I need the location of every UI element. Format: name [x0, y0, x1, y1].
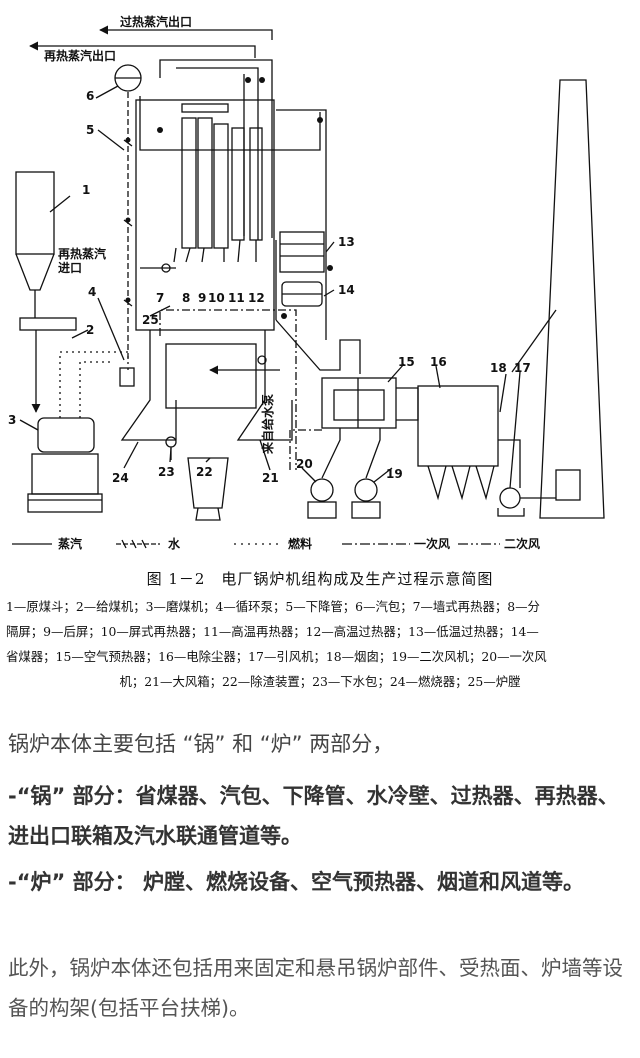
boiler-process-diagram: 过热蒸汽出口 再热蒸汽出口 再热蒸汽 进口 来自给水泵 1 2 3 4 5 6 …: [8, 14, 605, 551]
electrostatic-precipitator: [417, 385, 499, 467]
num-11: 11: [228, 291, 245, 305]
coal-mill: [37, 417, 95, 453]
legend-line-4: 机；21—大风箱；22—除渣装置；23—下水包；24—燃烧器；25—炉膛: [119, 674, 521, 689]
label-reheat-inlet-1: 再热蒸汽: [58, 246, 106, 261]
air-duct: [289, 429, 322, 470]
fuel-line: [59, 351, 129, 418]
num-18: 18: [490, 361, 507, 375]
num-5: 5: [86, 123, 94, 137]
coal-bunker: [15, 171, 55, 255]
num-23: 23: [158, 465, 175, 479]
legend-steam-label: 蒸汽: [58, 536, 82, 551]
rear-pass: [276, 109, 327, 340]
num-1: 1: [82, 183, 90, 197]
figure-legend: 1—原煤斗；2—给煤机；3—磨煤机；4—循环泵；5—下降管；6—汽包；7—墙式再…: [6, 594, 634, 694]
num-13: 13: [338, 235, 355, 249]
num-3: 3: [8, 413, 16, 427]
furnace: [135, 99, 275, 331]
division-panel: [181, 117, 197, 249]
num-19: 19: [386, 467, 403, 481]
high-temp-superheater: [249, 127, 263, 241]
num-25: 25: [142, 313, 159, 327]
num-6: 6: [86, 89, 94, 103]
rear-panel: [197, 117, 213, 249]
legend-secondary-air-label: 二次风: [504, 536, 540, 551]
secondary-air-fan: [354, 478, 378, 502]
air-preheater: [321, 377, 397, 429]
legend-line-2: 隔屏；9—后屏；10—屏式再热器；11—高温再热器；12—高温过热器；13—低温…: [6, 624, 539, 639]
legend-line-1: 1—原煤斗；2—给煤机；3—磨煤机；4—循环泵；5—下降管；6—汽包；7—墙式再…: [6, 599, 540, 614]
num-7: 7: [156, 291, 164, 305]
num-17: 17: [514, 361, 531, 375]
lower-drum: [165, 436, 177, 448]
slag-removal: [187, 457, 229, 509]
superheated-steam-outlet-line: [99, 25, 273, 40]
paragraph-guo: -“锅” 部分：省煤器、汽包、下降管、水冷壁、过热器、再热器、进出口联箱及汽水联…: [8, 784, 619, 848]
reheat-steam-outlet-line: [29, 41, 256, 58]
num-9: 9: [198, 291, 206, 305]
paragraph-intro: 锅炉本体主要包括 “锅” 和 “炉” 两部分，: [8, 732, 394, 756]
platen-reheater: [213, 123, 229, 249]
num-4: 4: [88, 285, 96, 299]
furnace-inner: [165, 343, 257, 409]
num-16: 16: [430, 355, 447, 369]
num-2: 2: [86, 323, 94, 337]
num-14: 14: [338, 283, 355, 297]
label-superheated-outlet: 过热蒸汽出口: [120, 14, 192, 29]
num-10: 10: [208, 291, 225, 305]
legend-water-label: 水: [168, 536, 181, 551]
chimney: [539, 79, 605, 519]
coal-feeder: [19, 317, 77, 331]
low-temp-superheater: [279, 231, 325, 273]
num-8: 8: [182, 291, 190, 305]
circulating-pump: [119, 367, 135, 387]
num-21: 21: [262, 471, 279, 485]
high-temp-reheater: [231, 127, 245, 241]
legend-fuel-label: 燃料: [288, 536, 312, 551]
label-reheat-inlet-2: 进口: [58, 260, 82, 275]
label-feedwater: 来自给水泵: [260, 394, 275, 455]
figure-caption: 图 1－2 电厂锅炉机组构成及生产过程示意简图: [146, 570, 494, 588]
num-12: 12: [248, 291, 265, 305]
legend-line-3: 省煤器；15—空气预热器；16—电除尘器；17—引风机；18—烟囱；19—二次风…: [6, 649, 547, 664]
num-24: 24: [112, 471, 129, 485]
num-22: 22: [196, 465, 213, 479]
label-reheat-outlet: 再热蒸汽出口: [44, 48, 116, 63]
legend-primary-air-label: 一次风: [414, 536, 450, 551]
num-15: 15: [398, 355, 415, 369]
induced-draft-fan: [499, 487, 521, 509]
paragraph-frame: 此外，锅炉本体还包括用来固定和悬吊锅炉部件、受热面、炉墙等设备的构架(包括平台扶…: [8, 956, 623, 1020]
burner: [257, 355, 267, 365]
num-20: 20: [296, 457, 313, 471]
paragraph-lu: -“炉” 部分： 炉膛、燃烧设备、空气预热器、烟道和风道等。: [8, 870, 584, 894]
primary-air-fan: [310, 478, 334, 502]
